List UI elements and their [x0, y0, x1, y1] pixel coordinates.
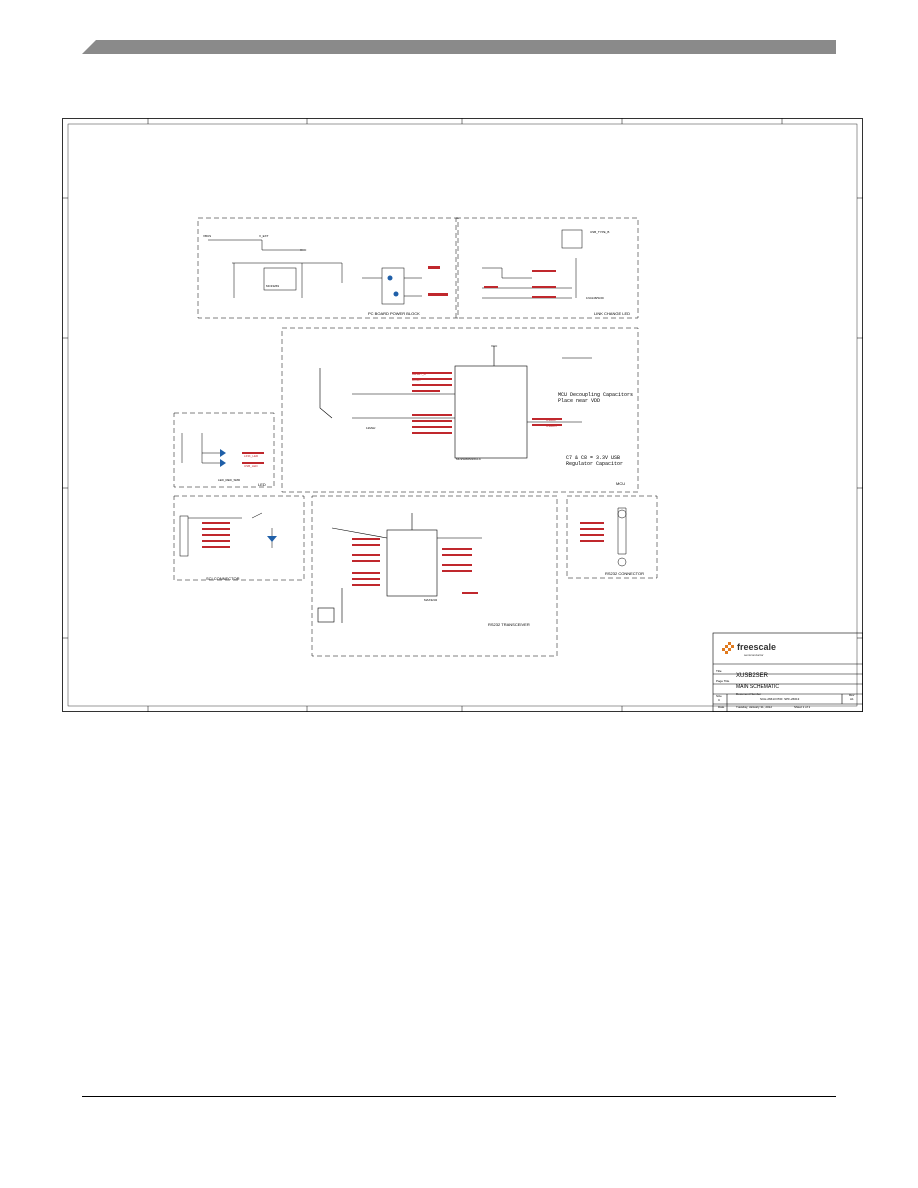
freescale-logo: freescale semiconductor [722, 640, 782, 660]
net-cts: CTS [412, 431, 418, 435]
title-label: Title [716, 669, 722, 673]
sheet-value: Sheet 1 of 1 [794, 705, 811, 709]
net-rs-rxd: RS232 RXD [580, 521, 597, 525]
net-v-ext: V_EXT [259, 234, 269, 238]
freescale-logo-text: freescale [737, 642, 777, 652]
rev-value: A1 [850, 697, 854, 701]
net-rs-cts: RS232 CTS [580, 539, 597, 543]
net-vcc: VCC [491, 344, 498, 348]
sci-block-label: SCI CONNECTOR [206, 576, 240, 581]
usb-note-1: C7 & C8 = 3.3V USB [566, 455, 621, 461]
led-red-part-label: LED_RED_SMD [218, 478, 241, 482]
net-rts: RTS [412, 425, 418, 429]
net-reset: RESET_B [412, 372, 426, 376]
doc-value: SCH-26613 PDF: SPF-26613 [760, 697, 800, 701]
net-vdd: VDD [300, 248, 307, 252]
net-usbdp: USBDP [546, 418, 557, 422]
schematic-drawing [62, 118, 863, 712]
decoupling-note-1: MCU Decoupling Capacitors [558, 392, 634, 398]
page-title-label: Page Title [716, 679, 730, 683]
header-bar [82, 40, 836, 54]
net-link-led: LINK_LED [244, 454, 259, 458]
rs232-xcvr-block-label: RS232 TRANSCEIVER [488, 622, 530, 627]
net-bkgd: BKGD [412, 378, 421, 382]
decoupling-note-2: Place near VDD [558, 398, 601, 404]
mcu-part-label: MC9S08JM16CLC [456, 457, 482, 461]
rs232-conn-block-label: RS232 CONNECTOR [605, 571, 645, 576]
page-title-value: MAIN SCHEMATIC [736, 684, 779, 690]
size-value: C [718, 698, 721, 702]
mcu-block-label: MCU [616, 481, 626, 486]
xcvr-part-label: MAX3232 [424, 598, 438, 602]
net-txd: TXD [412, 419, 418, 423]
net-rxd: RXD [412, 413, 419, 417]
title-value: XUSB2SER [736, 673, 769, 679]
net-usb-led: USB_LED [244, 464, 258, 468]
date-label: Date [718, 705, 725, 709]
led-block-label: LED [258, 482, 266, 487]
net-usbdn: USBDN [546, 424, 557, 428]
size-label: Size [716, 694, 722, 698]
diode-part-label: 1N4148/SOD [586, 296, 604, 300]
crystal-part-label: 12MHz [366, 426, 376, 430]
power-block-label: PC BOARD POWER BLOCK [368, 311, 420, 316]
vreg-part-label: MC33269 [266, 284, 280, 288]
usb-note-2: Regulator Capacitor [566, 461, 624, 467]
net-vbus: VBUS [203, 234, 212, 238]
freescale-logo-icon [722, 642, 734, 654]
net-rs-txd: RS232 TXD [580, 527, 596, 531]
date-value: Tuesday, January 31, 2012 [736, 705, 773, 709]
freescale-logo-subtext: semiconductor [744, 653, 764, 657]
doc-label: Document Number [736, 692, 762, 696]
link-led-block-label: LINK CHANGE LED [594, 311, 631, 316]
rev-label: Rev [849, 693, 855, 697]
footer-rule [82, 1096, 836, 1097]
net-rs-rts: RS232 RTS [580, 533, 596, 537]
usb-part-label: USB_TYPE_B [590, 230, 610, 234]
